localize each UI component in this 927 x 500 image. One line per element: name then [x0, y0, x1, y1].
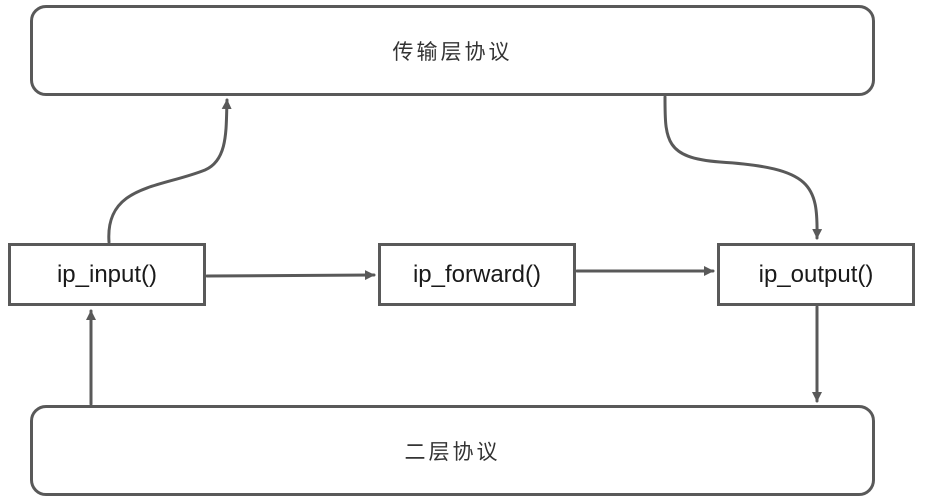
- ip-input-box: ip_input(): [8, 243, 206, 306]
- arrow-transport-to-ip-output: [663, 95, 823, 240]
- link-layer-label: 二层协议: [404, 439, 501, 464]
- ip-forward-box: ip_forward(): [378, 243, 576, 306]
- arrow-ip-input-to-ip-forward: [205, 270, 376, 281]
- ip-output-label: ip_output(): [758, 260, 874, 288]
- ip-output-box: ip_output(): [717, 243, 915, 306]
- ip-input-label: ip_input(): [56, 260, 158, 288]
- link-layer-box: 二层协议: [30, 405, 875, 496]
- transport-layer-box: 传输层协议: [30, 5, 875, 96]
- arrow-ip-input-to-transport: [107, 98, 232, 244]
- transport-layer-label: 传输层协议: [392, 39, 513, 64]
- ip-forward-label: ip_forward(): [412, 260, 542, 288]
